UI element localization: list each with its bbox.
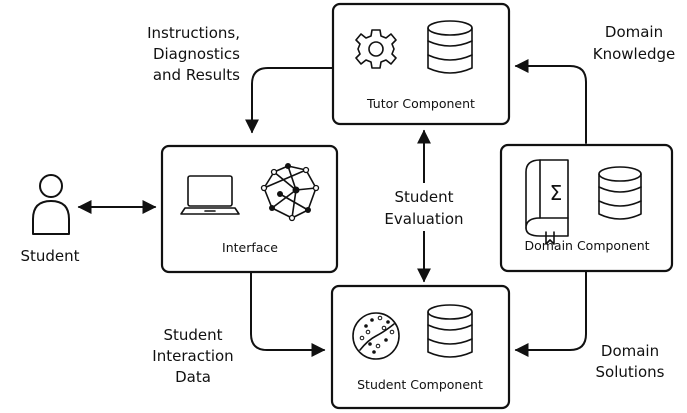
svg-text:Interaction: Interaction <box>152 347 233 365</box>
student-actor: Student <box>20 174 80 265</box>
svg-text:Data: Data <box>175 368 211 386</box>
tutor-component-label: Tutor Component <box>366 96 475 111</box>
database-icon <box>427 304 473 358</box>
label-domain-solutions: Domain Solutions <box>596 342 665 381</box>
student-component: Student Component <box>330 284 511 410</box>
interface-label: Interface <box>222 240 278 255</box>
label-student-interaction-data: Student Interaction Data <box>152 326 233 386</box>
arrow-domain-to-tutor <box>514 59 587 144</box>
database-icon <box>598 166 642 220</box>
svg-text:Solutions: Solutions <box>596 363 665 381</box>
laptop-icon <box>180 175 240 215</box>
scatter-plot-icon <box>352 312 400 360</box>
svg-text:Knowledge: Knowledge <box>593 45 675 63</box>
svg-text:Student: Student <box>163 326 222 344</box>
tutor-component: Tutor Component <box>331 2 511 126</box>
student-component-label: Student Component <box>357 377 483 392</box>
arrow-tutor-to-interface <box>245 67 334 134</box>
sigma-symbol: Σ <box>550 181 563 205</box>
svg-text:Domain: Domain <box>601 342 659 360</box>
label-tutor-to-interface: Instructions, Diagnostics and Results <box>147 24 240 84</box>
arrow-interface-to-student-component <box>250 272 326 357</box>
svg-text:Diagnostics: Diagnostics <box>153 45 240 63</box>
domain-component: Σ Domain Component <box>499 143 674 273</box>
user-icon <box>32 174 70 235</box>
arrow-domain-to-student-component <box>514 271 587 357</box>
svg-text:and Results: and Results <box>153 66 240 84</box>
database-icon <box>427 20 473 74</box>
student-label: Student <box>20 247 79 265</box>
svg-text:Instructions,: Instructions, <box>147 24 240 42</box>
interface-component: Interface <box>160 144 339 274</box>
svg-text:Domain: Domain <box>605 23 663 41</box>
label-domain-knowledge: Domain Knowledge <box>593 23 675 63</box>
svg-text:Student: Student <box>394 188 453 206</box>
label-student-evaluation: Student Evaluation <box>372 183 476 231</box>
svg-text:Evaluation: Evaluation <box>384 210 463 228</box>
gear-icon <box>355 29 397 69</box>
network-icon <box>260 163 320 222</box>
book-icon: Σ <box>525 159 569 245</box>
domain-component-label: Domain Component <box>524 238 649 253</box>
